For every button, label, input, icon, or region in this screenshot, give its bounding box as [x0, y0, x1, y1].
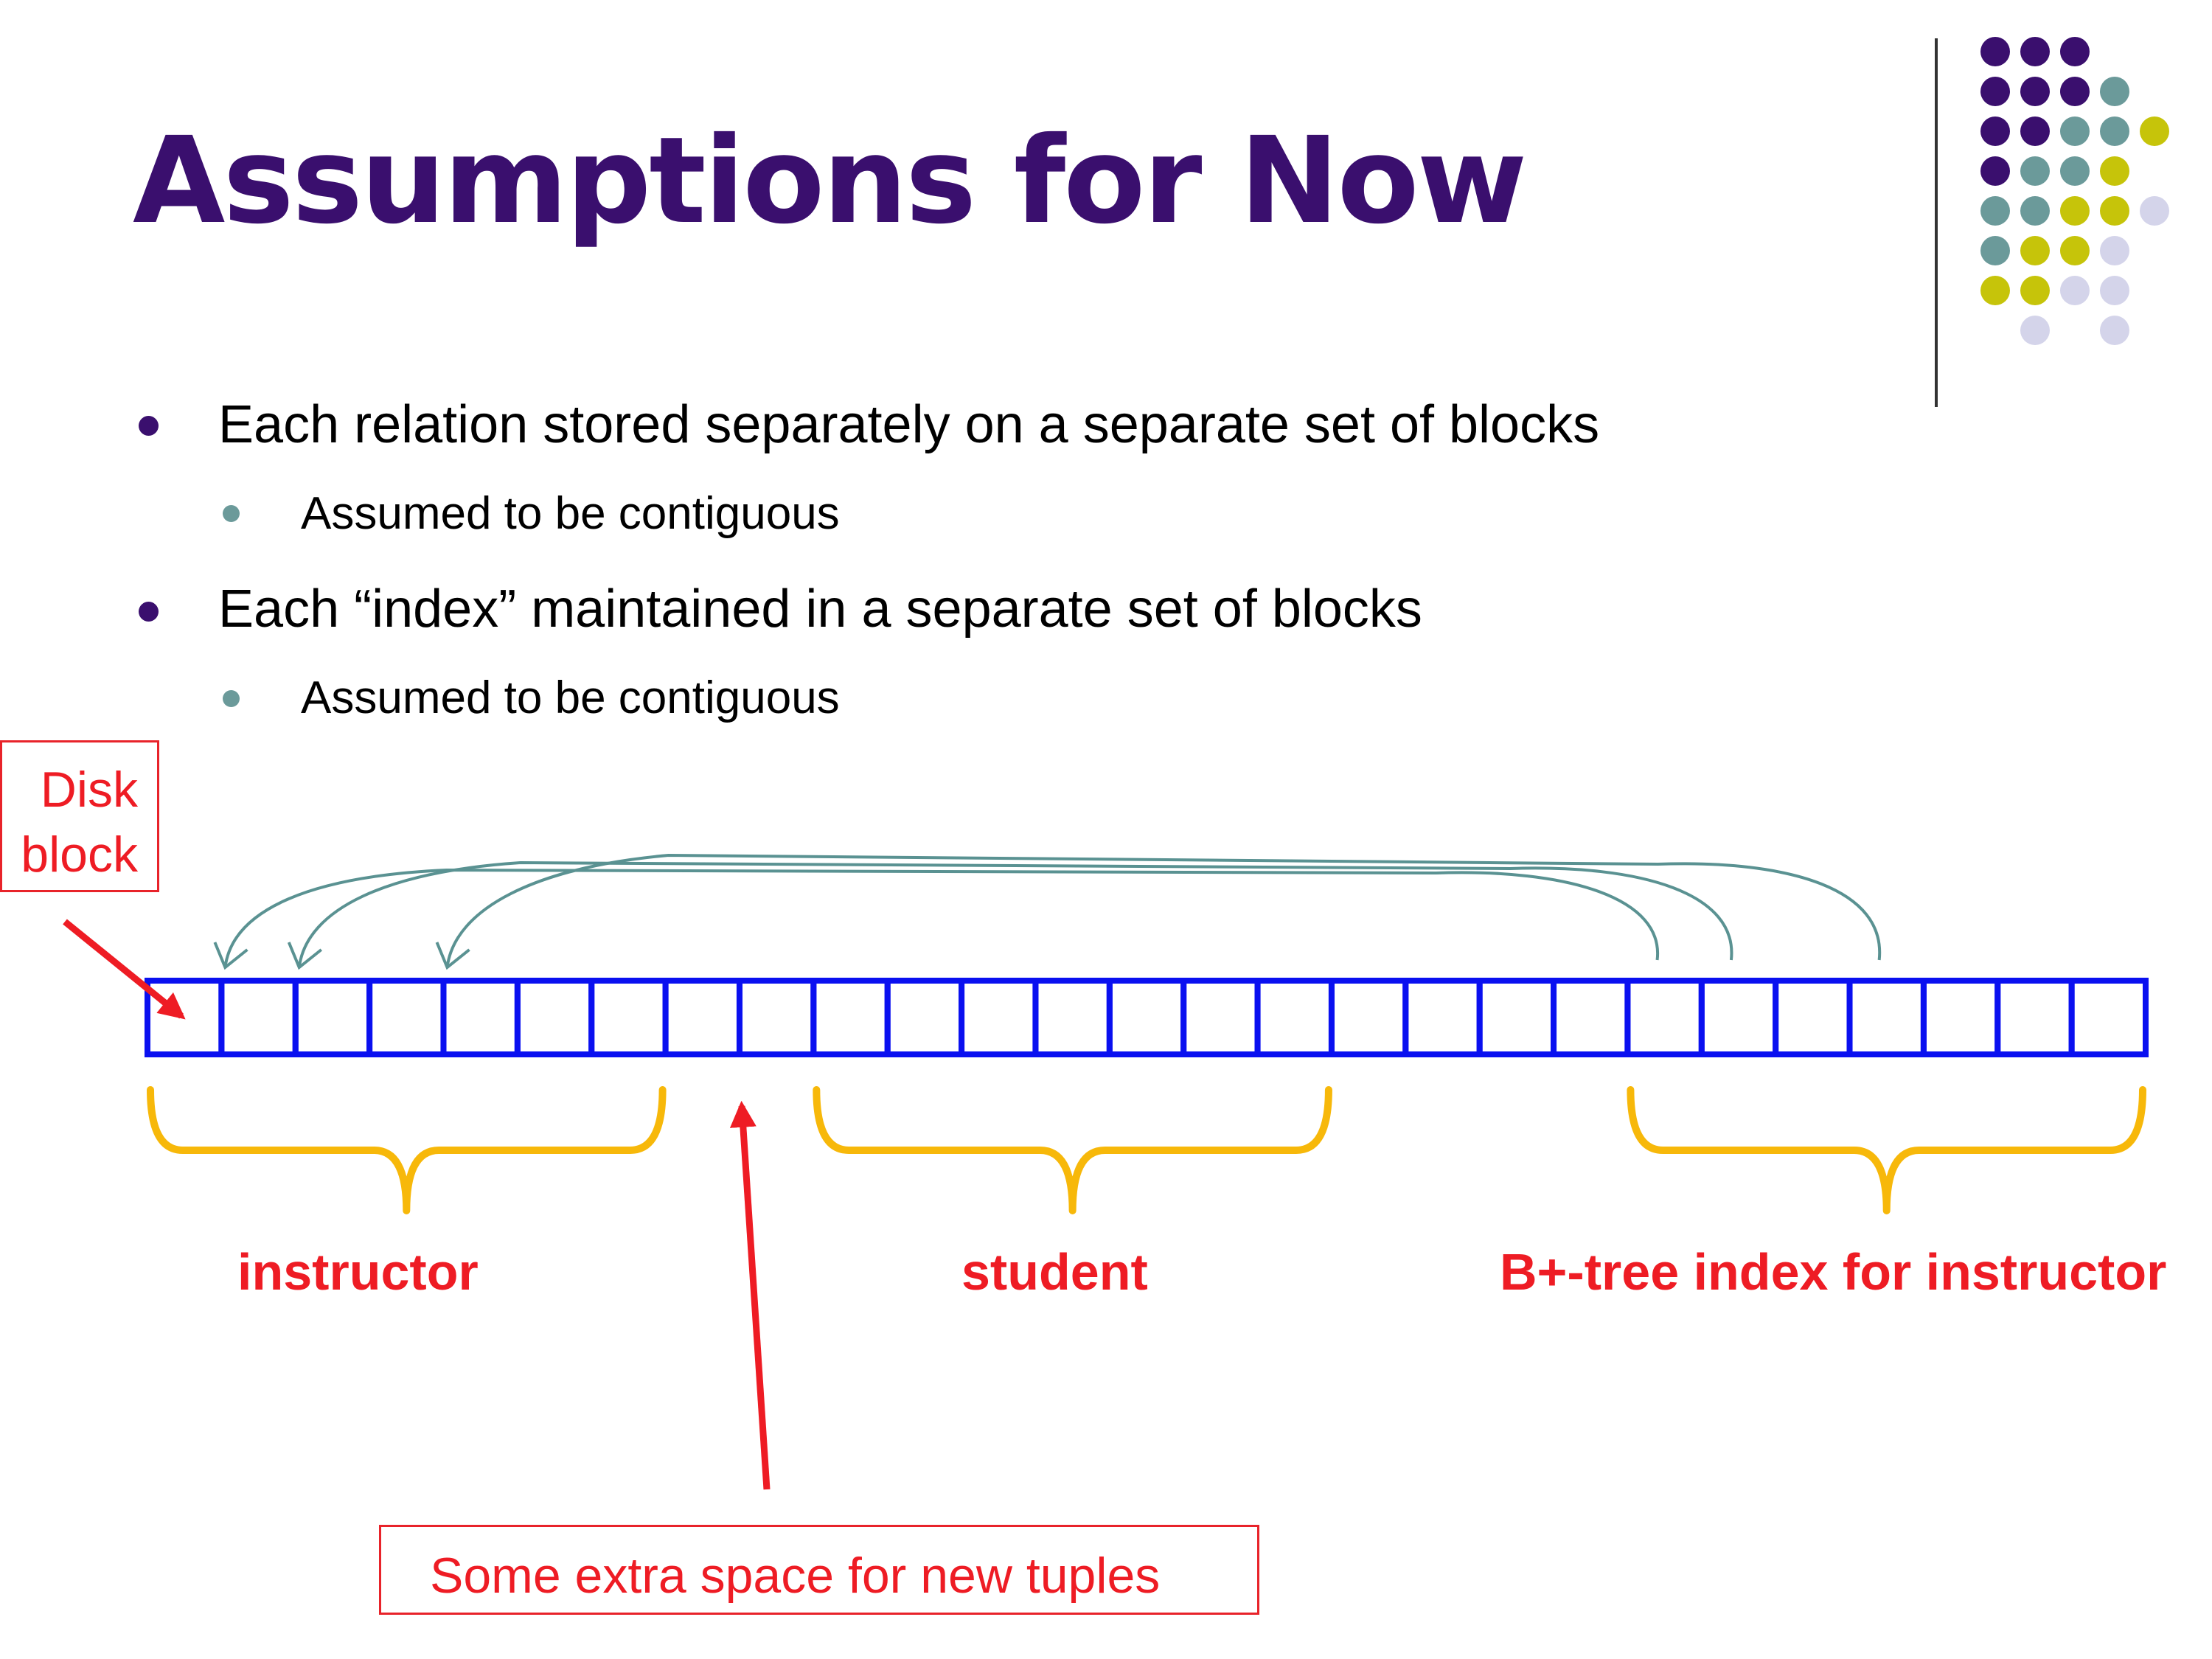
decorative-dot [2020, 276, 2050, 305]
disk-block [1624, 978, 1705, 1057]
decorative-dot [1980, 276, 2010, 305]
decorative-dot [2060, 37, 2090, 66]
disk-block [810, 978, 891, 1057]
decorative-dot [2060, 116, 2090, 146]
bullet-2-marker [139, 602, 159, 622]
disk-block [218, 978, 299, 1057]
disk-block-callout-line-2: block [21, 827, 138, 883]
pointer-arrow-1 [297, 860, 1733, 968]
group-label-instructor: instructor [237, 1243, 479, 1301]
decorative-dot [2100, 236, 2129, 265]
title-divider-line [1935, 38, 1938, 407]
decorative-dot [2020, 236, 2050, 265]
disk-block [1551, 978, 1631, 1057]
disk-block-callout-line-1: Disk [40, 762, 138, 818]
decorative-dot [2100, 276, 2129, 305]
decorative-dot [2060, 196, 2090, 226]
disk-block [1328, 978, 1409, 1057]
bullet-1-marker [139, 416, 159, 436]
decorative-dot [2100, 116, 2129, 146]
sub-bullet-1-marker [223, 505, 240, 522]
disk-block [1698, 978, 1779, 1057]
disk-block [292, 978, 373, 1057]
bullet-2-text: Each “index” maintained in a separate se… [218, 580, 1422, 639]
disk-block [588, 978, 669, 1057]
disk-block [1402, 978, 1483, 1057]
group-brace-1 [813, 1086, 1332, 1214]
disk-block [1920, 978, 2001, 1057]
disk-block [1994, 978, 2075, 1057]
disk-block [1254, 978, 1335, 1057]
disk-block [1476, 978, 1557, 1057]
decorative-dot [2060, 276, 2090, 305]
group-label-student: student [961, 1243, 1148, 1301]
decorative-dot [2020, 116, 2050, 146]
sub-bullet-2-text: Assumed to be contiguous [301, 672, 840, 723]
decorative-dot [2020, 156, 2050, 186]
disk-block [145, 978, 225, 1057]
decorative-dot [1980, 116, 2010, 146]
decorative-dot [2100, 77, 2129, 106]
disk-block [662, 978, 742, 1057]
bullet-1-text: Each relation stored separately on a sep… [218, 395, 1600, 454]
decorative-dot [2060, 77, 2090, 106]
disk-block [1180, 978, 1261, 1057]
extra-space-callout-text: Some extra space for new tuples [430, 1548, 1161, 1604]
decorative-dot [2020, 196, 2050, 226]
pointer-arrow-head-0 [213, 942, 248, 970]
decorative-dot [1980, 196, 2010, 226]
decorative-dot [2060, 236, 2090, 265]
group-brace-2 [1627, 1086, 2146, 1214]
extra-space-arrow [729, 1100, 771, 1490]
pointer-arrow-2 [445, 853, 1882, 968]
decorative-dot [2060, 156, 2090, 186]
extra-space-callout: Some extra space for new tuples [379, 1525, 1259, 1615]
sub-bullet-1-text: Assumed to be contiguous [301, 488, 840, 539]
decorative-dot [2100, 156, 2129, 186]
disk-block [1032, 978, 1113, 1057]
disk-block [1846, 978, 1927, 1057]
decorative-dot [2020, 77, 2050, 106]
group-brace-0 [147, 1086, 667, 1214]
disk-block-callout: Disk block [0, 740, 159, 892]
decorative-dot [2140, 116, 2169, 146]
pointer-arrow-0 [223, 868, 1660, 968]
decorative-dot [1980, 77, 2010, 106]
pointer-arrow-head-2 [435, 942, 470, 970]
decorative-dot [2020, 316, 2050, 345]
disk-block-arrow [63, 919, 186, 1020]
decorative-dot [2020, 37, 2050, 66]
block-row [145, 978, 2149, 1057]
pointer-arrow-head-1 [287, 942, 323, 970]
group-braces [147, 1086, 2146, 1214]
pointer-arrows [213, 853, 1882, 970]
disk-block [959, 978, 1039, 1057]
sub-bullet-2-marker [223, 690, 240, 707]
disk-block [884, 978, 965, 1057]
disk-block [366, 978, 447, 1057]
disk-block [1773, 978, 1853, 1057]
decorative-dot [2100, 196, 2129, 226]
decorative-dot [1980, 156, 2010, 186]
disk-block [440, 978, 521, 1057]
disk-block [2068, 978, 2149, 1057]
disk-block [1106, 978, 1187, 1057]
decorative-dot [2100, 316, 2129, 345]
decorative-dot [1980, 236, 2010, 265]
disk-block [514, 978, 595, 1057]
decorative-dot [1980, 37, 2010, 66]
group-label-index: B+-tree index for instructor [1500, 1243, 2167, 1301]
decorative-dot [2140, 196, 2169, 226]
slide-title: Assumptions for Now [133, 112, 1527, 251]
disk-block [736, 978, 817, 1057]
